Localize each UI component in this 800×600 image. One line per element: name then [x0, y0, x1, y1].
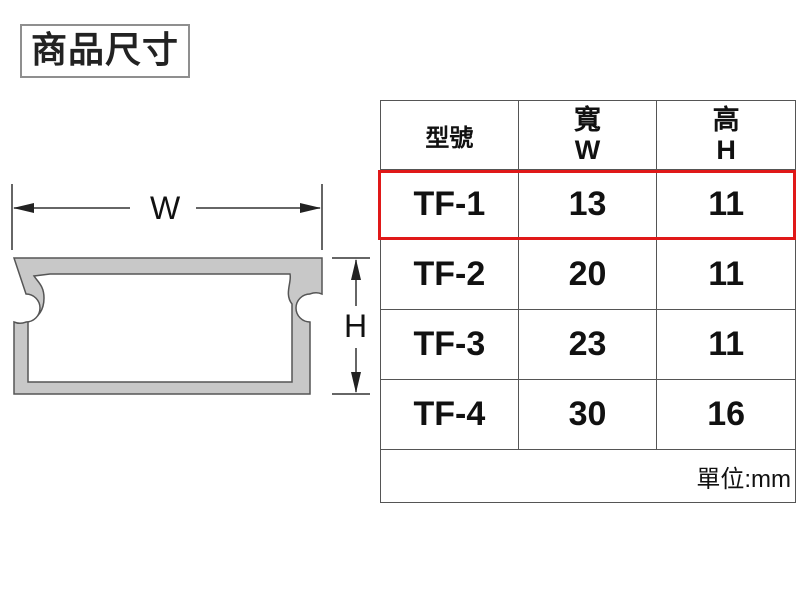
right-lip — [295, 293, 311, 323]
table-header-row: 型號 寬 W 高 H — [380, 100, 796, 170]
cell-width: 13 — [517, 169, 658, 240]
size-spec-table: 型號 寬 W 高 H TF-1 13 11 TF-2 20 11 TF-3 23… — [380, 100, 796, 503]
table-row: TF-1 13 11 — [380, 169, 796, 240]
table-row: TF-4 30 16 — [380, 379, 796, 450]
cell-width: 30 — [517, 379, 658, 450]
header-height: 高 H — [656, 100, 796, 170]
table-row: TF-3 23 11 — [380, 309, 796, 380]
left-lip — [25, 293, 41, 323]
cell-width: 23 — [517, 309, 658, 380]
table-row: TF-2 20 11 — [380, 239, 796, 310]
cell-model: TF-3 — [380, 309, 519, 380]
height-label: H — [344, 308, 368, 344]
cell-model: TF-2 — [380, 239, 519, 310]
header-height-en: H — [716, 135, 736, 165]
width-arrow-left-icon — [13, 203, 34, 213]
cell-width: 20 — [517, 239, 658, 310]
unit-row: 單位:mm — [380, 449, 796, 503]
height-arrow-up-icon — [351, 259, 361, 280]
header-model: 型號 — [380, 100, 519, 170]
unit-note: 單位:mm — [380, 449, 796, 503]
width-arrow-right-icon — [300, 203, 321, 213]
header-width-zh: 寬 — [574, 105, 602, 135]
header-width-en: W — [574, 135, 601, 165]
cell-model: TF-4 — [380, 379, 519, 450]
height-arrow-down-icon — [351, 372, 361, 393]
channel-cross-section-diagram: W H — [0, 170, 400, 410]
cell-model: TF-1 — [380, 169, 519, 240]
cell-height: 11 — [656, 169, 796, 240]
width-label: W — [150, 190, 181, 226]
cross-section-svg — [11, 184, 370, 395]
cell-height: 11 — [656, 309, 796, 380]
channel-inner-cavity — [27, 273, 293, 383]
header-height-zh: 高 — [712, 105, 740, 135]
header-width: 寬 W — [517, 100, 658, 170]
cell-height: 11 — [656, 239, 796, 310]
cell-height: 16 — [656, 379, 796, 450]
page-title: 商品尺寸 — [20, 24, 190, 78]
